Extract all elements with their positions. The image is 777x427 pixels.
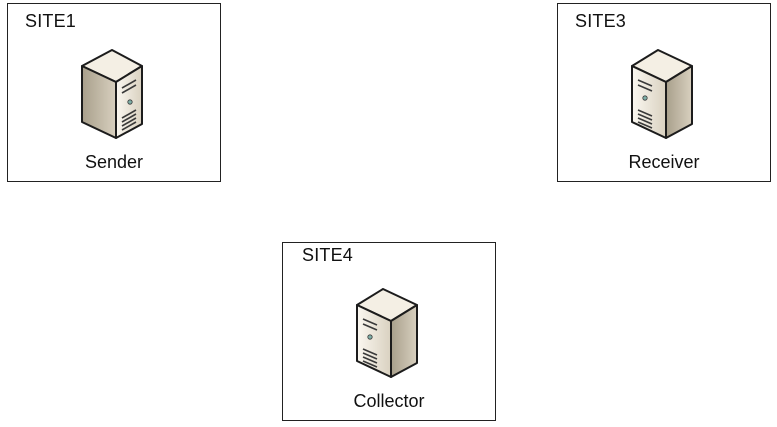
site-label: SITE4 [302,245,354,265]
server-icon [81,49,143,139]
node-label-receiver: Receiver [628,152,700,172]
site-box-site4: SITE4 Collector [282,242,496,421]
node-label-sender: Sender [84,152,144,172]
site-label: SITE1 [25,11,77,31]
node-label-collector: Collector [353,391,425,411]
site-box-site1: SITE1 Sender [7,3,221,182]
server-icon [631,49,693,139]
server-icon [356,288,418,378]
site-box-site3: SITE3 Receiver [557,3,771,182]
site-label: SITE3 [575,11,627,31]
